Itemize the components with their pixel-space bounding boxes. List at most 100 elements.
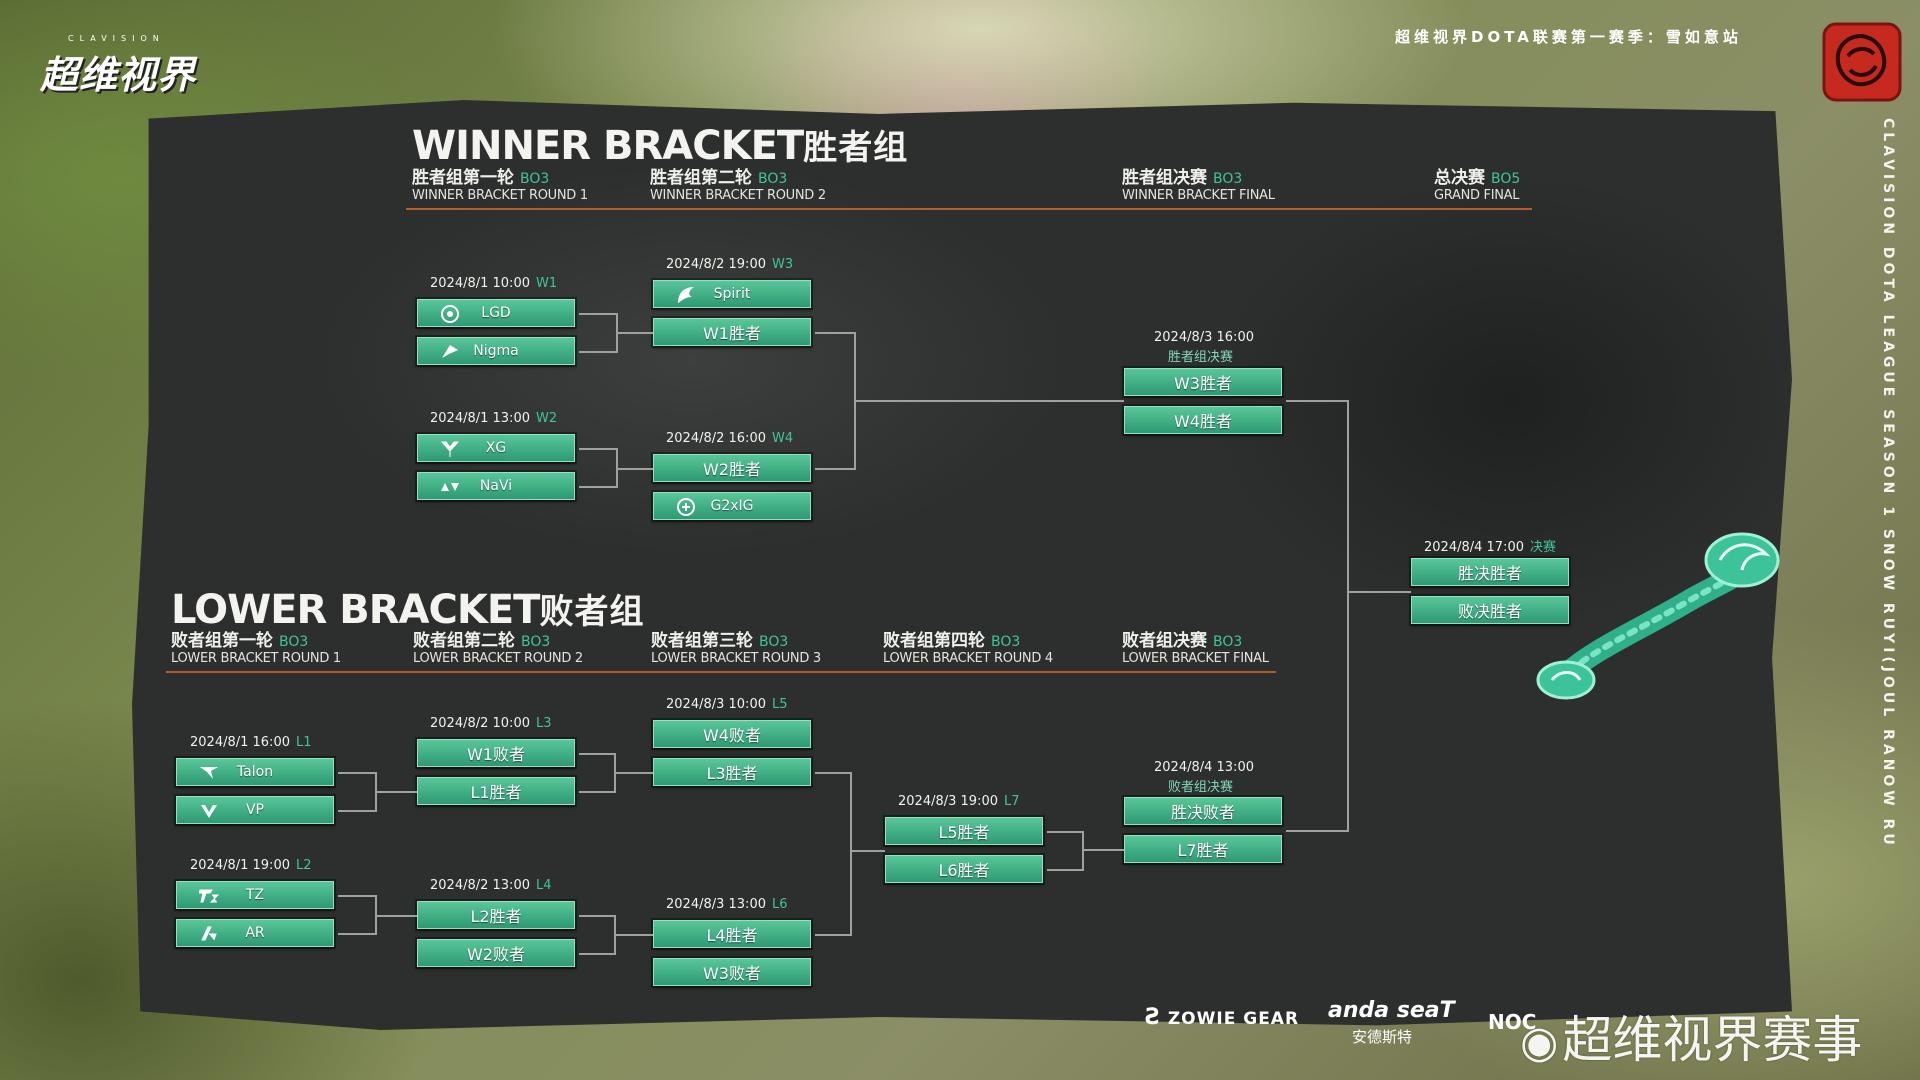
team-slot-ar[interactable]: AR — [176, 919, 334, 947]
slot-w3-winner[interactable]: W3胜者 — [1124, 368, 1282, 396]
connector — [1082, 831, 1084, 871]
match-time: 2024/8/2 10:00 — [430, 716, 530, 731]
round-en: LOWER BRACKET ROUND 4 — [883, 651, 1053, 666]
team-name: TZ — [245, 887, 265, 903]
team-name: AR — [245, 925, 265, 941]
slot-w4-loser[interactable]: W4败者 — [653, 720, 811, 748]
round-bo: BO3 — [521, 634, 551, 650]
slot-w3-loser[interactable]: W3败者 — [653, 958, 811, 986]
slot-l1-winner[interactable]: L1胜者 — [417, 777, 575, 805]
logo-title: 超维视界 — [40, 53, 197, 97]
slot-l4-winner[interactable]: L4胜者 — [653, 920, 811, 948]
round-cn: 胜者组第一轮 — [412, 168, 514, 188]
slot-l2-winner[interactable]: L2胜者 — [417, 901, 575, 929]
slot-w1-winner[interactable]: W1胜者 — [653, 318, 811, 346]
round-bo: BO3 — [991, 634, 1021, 650]
slot-label: 败决胜者 — [1457, 602, 1522, 621]
team-name: Nigma — [473, 343, 519, 359]
slot-label: W2败者 — [466, 945, 525, 964]
round-en: WINNER BRACKET ROUND 2 — [650, 188, 826, 203]
winner-bracket-title: WINNER BRACKET胜者组 — [412, 120, 908, 169]
lower-title-cn: 败者组 — [539, 592, 645, 632]
navi-icon — [441, 483, 459, 491]
team-slot-xg[interactable]: XG — [417, 434, 575, 462]
connector — [1347, 591, 1411, 593]
round-bo: BO3 — [279, 634, 309, 650]
round-en: WINNER BRACKET ROUND 1 — [412, 188, 588, 203]
winner-title-cn: 胜者组 — [803, 128, 909, 168]
slot-label: W1败者 — [466, 745, 525, 764]
match-code: W2 — [535, 411, 558, 426]
match-time: 2024/8/3 10:00 — [666, 697, 766, 712]
match-code: L2 — [295, 858, 312, 873]
slot-l5-winner[interactable]: L5胜者 — [885, 817, 1043, 845]
team-slot-nigma[interactable]: Nigma — [417, 337, 575, 365]
team-slot-lgd[interactable]: LGD — [417, 299, 575, 327]
match-code: W4 — [771, 431, 794, 446]
slot-label: L1胜者 — [470, 783, 522, 802]
slot-lbf-winner[interactable]: 败决胜者 — [1411, 596, 1569, 624]
connector — [1286, 830, 1348, 832]
slot-w2-winner[interactable]: W2胜者 — [653, 454, 811, 482]
logo-subtitle: CLAVISION — [68, 34, 165, 43]
match-code: L3 — [535, 716, 552, 731]
match-time: 2024/8/1 13:00 — [430, 411, 530, 426]
team-slot-g2xig[interactable]: G2xIG — [653, 492, 811, 520]
match-meta-w4: 2024/8/2 16:00 W4 — [666, 431, 793, 446]
round-cn: 败者组第二轮 — [413, 631, 515, 651]
connector — [579, 953, 615, 955]
round-cn: 败者组第三轮 — [651, 631, 753, 651]
slot-label: 胜决胜者 — [1457, 564, 1522, 583]
slot-w2-loser[interactable]: W2败者 — [417, 939, 575, 967]
connector — [579, 753, 615, 755]
slot-l3-winner[interactable]: L3胜者 — [653, 758, 811, 786]
team-slot-navi[interactable]: NaVi — [417, 472, 575, 500]
clavision-logo: CLAVISION 超维视界 — [40, 28, 210, 97]
sponsor-zowie-text: ZOWIE GEAR — [1167, 1009, 1300, 1029]
match-meta-wbf: 2024/8/3 16:00 — [1154, 330, 1254, 345]
slot-label: L3胜者 — [706, 764, 758, 783]
ar-icon — [201, 926, 217, 941]
team-slot-talon[interactable]: Talon — [176, 758, 334, 786]
match-code-lbf: 败者组决赛 — [1168, 780, 1234, 795]
team-slot-tz[interactable]: TZ — [176, 881, 334, 909]
connector — [1286, 400, 1348, 402]
slot-label: W3败者 — [702, 964, 761, 983]
slot-l7-winner[interactable]: L7胜者 — [1124, 835, 1282, 863]
weibo-watermark: ◉超维视界赛事 — [1520, 1000, 1862, 1072]
slot-w4-winner[interactable]: W4胜者 — [1124, 406, 1282, 434]
match-code: L6 — [771, 897, 788, 912]
team-name: VP — [245, 802, 265, 818]
slot-w1-loser[interactable]: W1败者 — [417, 739, 575, 767]
slot-wbf-winner[interactable]: 胜决胜者 — [1411, 558, 1569, 586]
match-time: 2024/8/2 16:00 — [666, 431, 766, 446]
nigma-icon — [442, 345, 458, 358]
match-code: L1 — [295, 735, 312, 750]
connector — [815, 468, 855, 470]
connector — [614, 934, 653, 936]
slot-wbf-loser[interactable]: 胜决败者 — [1124, 797, 1282, 825]
round-bo: BO3 — [1213, 634, 1243, 650]
round-cn: 败者组第一轮 — [171, 631, 273, 651]
match-time: 2024/8/3 19:00 — [898, 794, 998, 809]
connector — [850, 850, 885, 852]
match-code: W3 — [771, 257, 794, 272]
lower-title-en: LOWER BRACKET — [171, 587, 540, 633]
match-code: W1 — [535, 276, 558, 291]
connector — [850, 772, 852, 936]
ruyi-trophy-icon — [1536, 532, 1780, 700]
team-slot-spirit[interactable]: Spirit — [653, 280, 811, 308]
slot-label: L2胜者 — [470, 907, 522, 926]
slot-l6-winner[interactable]: L6胜者 — [885, 855, 1043, 883]
talon-icon — [200, 767, 218, 779]
watermark-text: 超维视界赛事 — [1562, 1011, 1863, 1069]
connector — [579, 915, 615, 917]
zowie-icon: Ƨ — [1145, 1005, 1162, 1030]
team-slot-vp[interactable]: VP — [176, 796, 334, 824]
